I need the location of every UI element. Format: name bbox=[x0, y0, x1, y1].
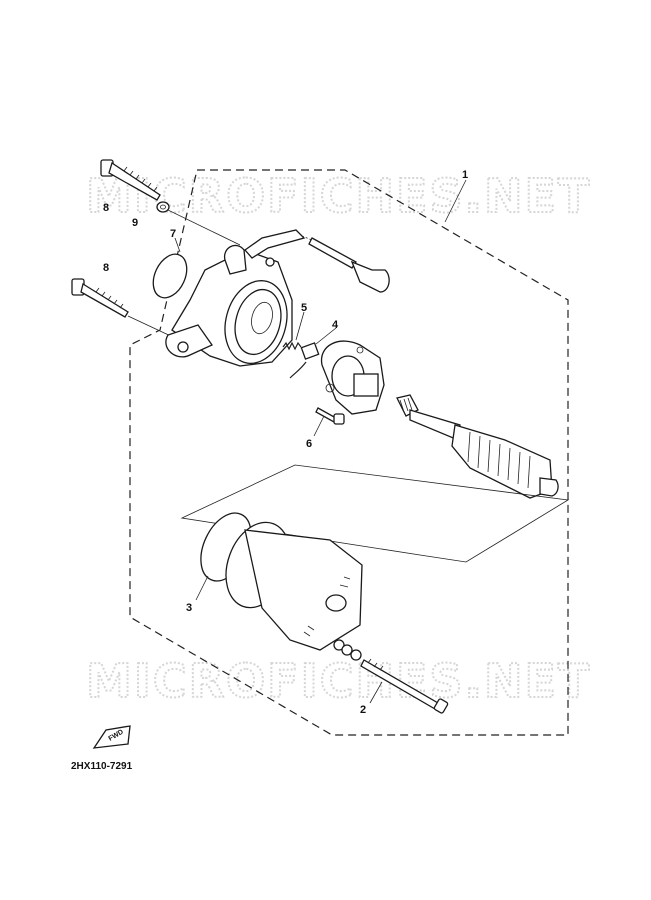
bolt-axis-bottom bbox=[127, 315, 176, 339]
leader-3 bbox=[195, 575, 209, 601]
callout-4: 4 bbox=[332, 319, 339, 331]
brush-holder bbox=[289, 327, 337, 379]
leader-1 bbox=[444, 179, 467, 223]
callout-8-top: 8 bbox=[103, 202, 109, 214]
washer bbox=[156, 201, 170, 213]
washer-set bbox=[333, 639, 362, 661]
front-cover-housing bbox=[165, 244, 293, 367]
watermark-top: MICROFICHES.NET bbox=[86, 169, 591, 223]
callout-8-bottom: 8 bbox=[103, 262, 109, 274]
callout-1: 1 bbox=[462, 169, 468, 181]
leader-7 bbox=[174, 237, 181, 253]
callout-5: 5 bbox=[301, 302, 307, 314]
callout-9: 9 bbox=[132, 217, 138, 229]
screw bbox=[313, 407, 345, 437]
bolt-axis-top bbox=[167, 209, 241, 246]
long-bolt-bottom bbox=[71, 278, 129, 318]
brush-plate bbox=[320, 340, 385, 415]
callout-2: 2 bbox=[360, 704, 366, 716]
armature-guide bbox=[180, 464, 570, 563]
watermark-bottom: MICROFICHES.NET bbox=[86, 654, 591, 708]
assembly-outline bbox=[129, 169, 569, 736]
breather-hose bbox=[244, 229, 390, 293]
o-ring-front bbox=[152, 253, 188, 299]
brush-spring bbox=[282, 311, 305, 351]
diagram-code: 2HX110-7291 bbox=[71, 761, 133, 772]
callout-7: 7 bbox=[170, 228, 176, 240]
leader-5 bbox=[295, 311, 305, 341]
long-bolt-top bbox=[100, 159, 161, 201]
leader-2 bbox=[369, 681, 383, 704]
callout-3: 3 bbox=[186, 602, 192, 614]
armature bbox=[396, 394, 559, 499]
leader-4 bbox=[315, 327, 337, 345]
yoke bbox=[225, 521, 363, 651]
leader-6 bbox=[313, 415, 325, 437]
callout-6: 6 bbox=[306, 438, 312, 450]
fwd-arrow-icon: FWD bbox=[92, 725, 131, 749]
through-bolt bbox=[360, 658, 449, 714]
